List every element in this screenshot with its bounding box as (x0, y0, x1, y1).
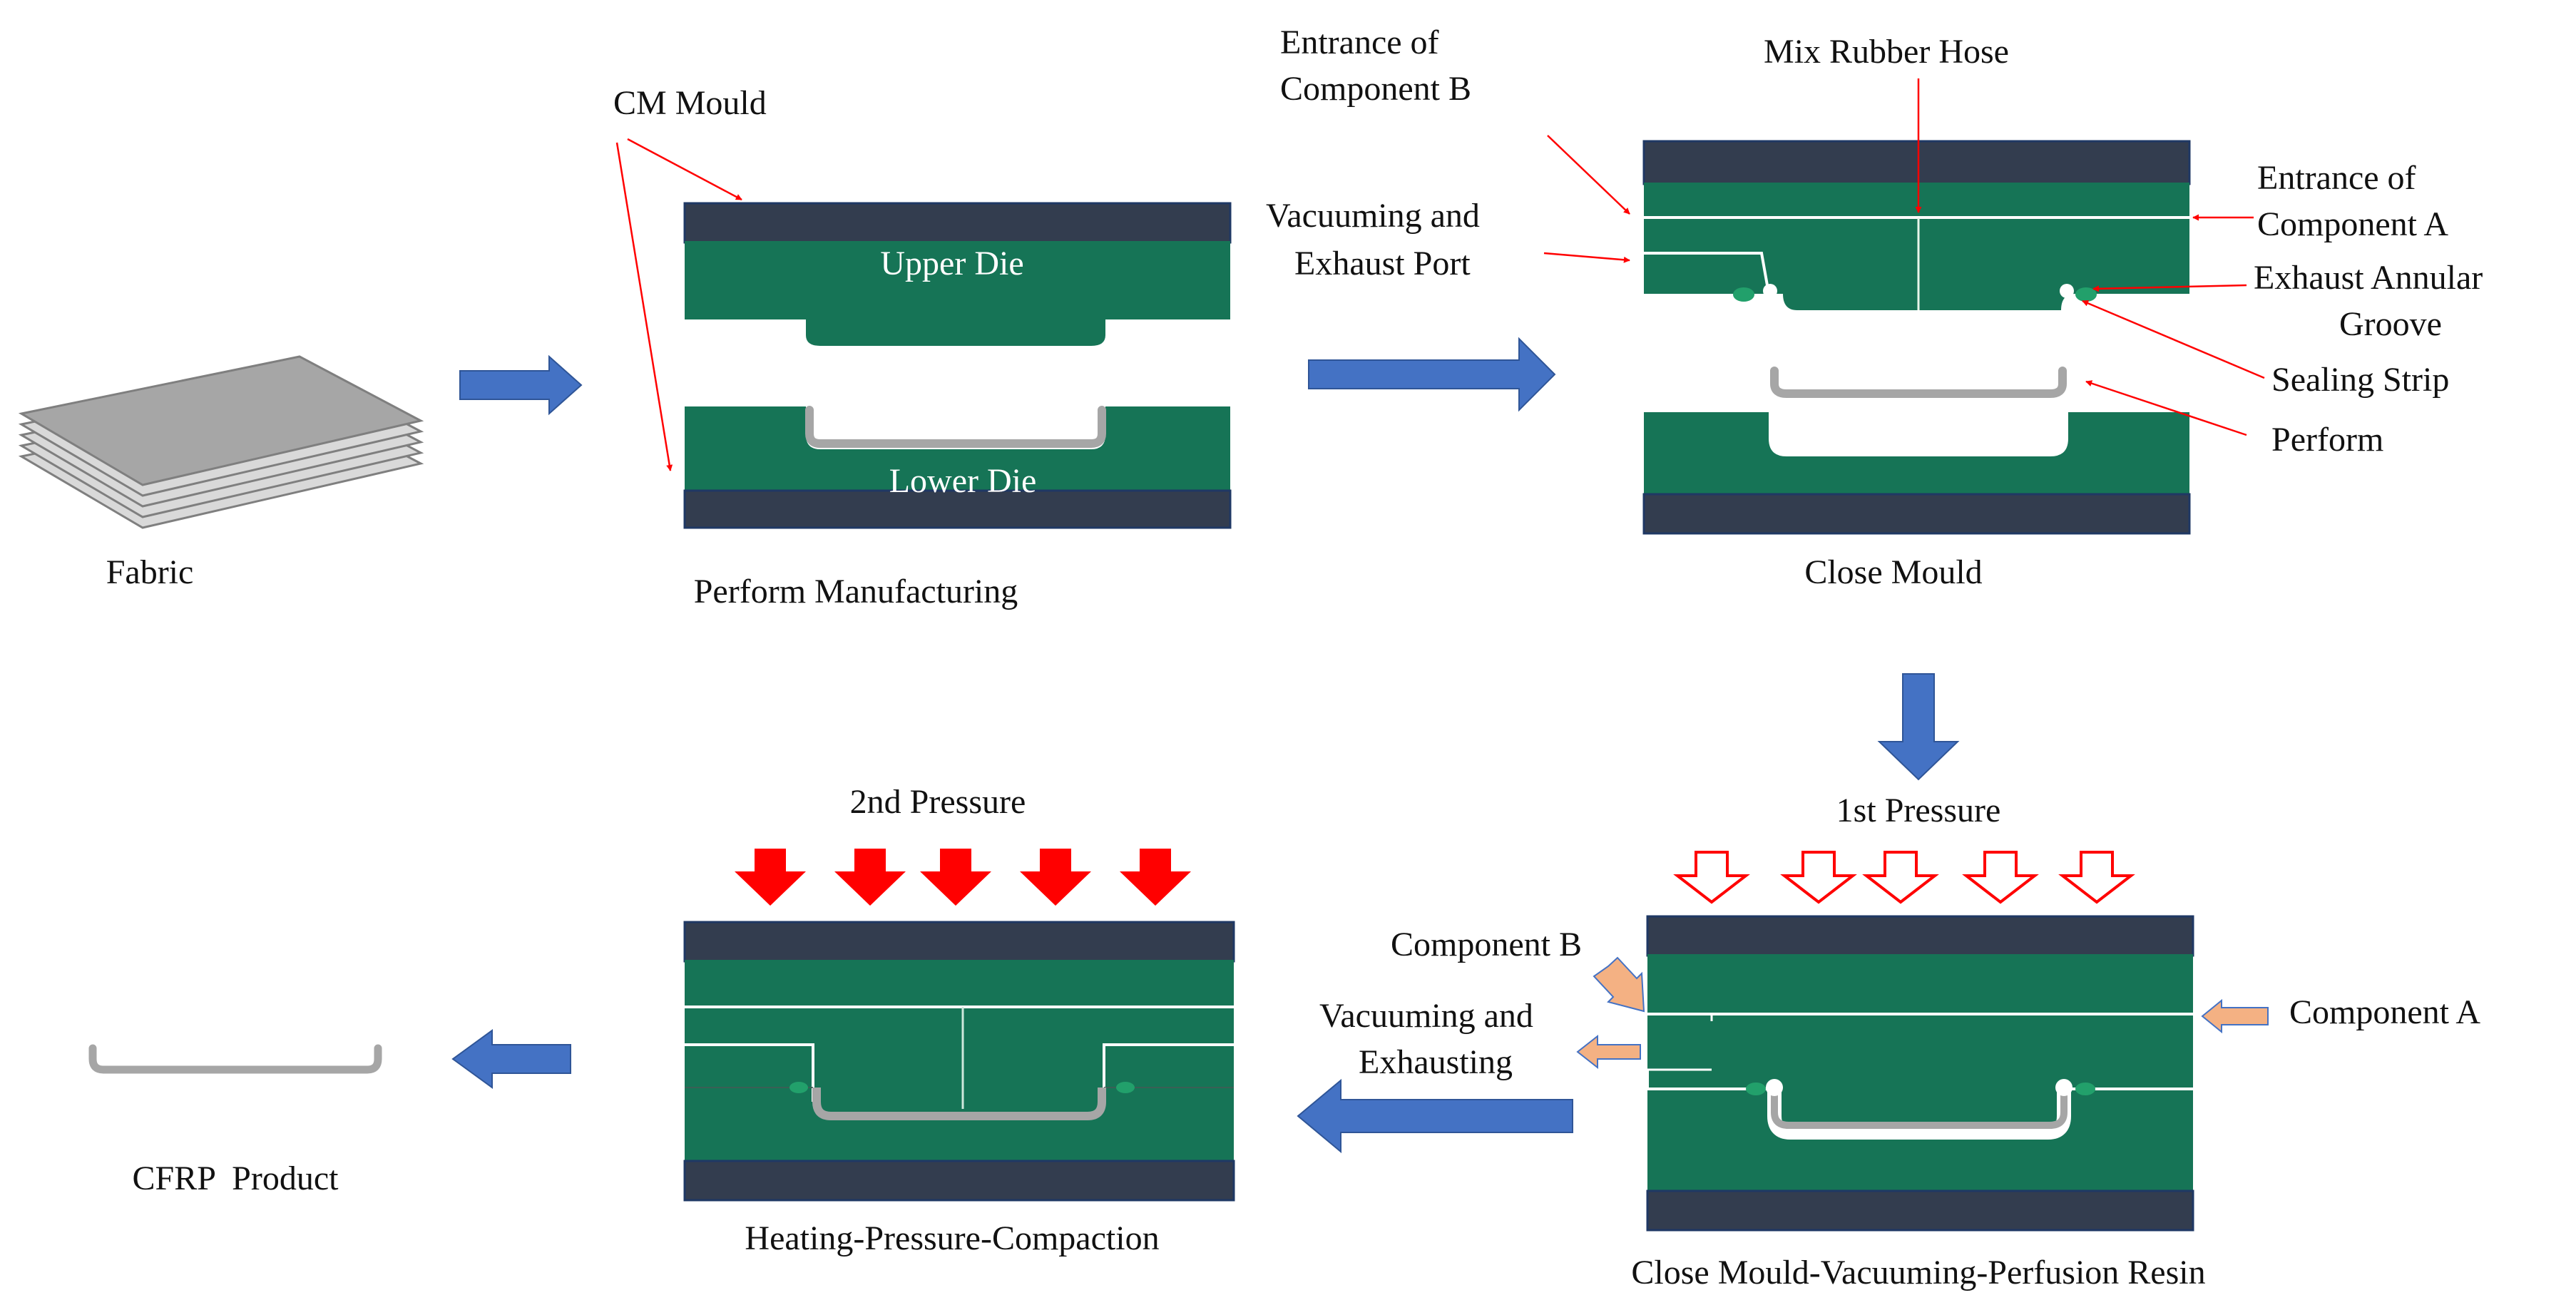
second-pressure-label: 2nd Pressure (850, 783, 1026, 821)
callout-arrow-perform (2085, 380, 2247, 436)
fabric-label: Fabric (106, 553, 194, 591)
vacuum-exhaust-label-line2: Exhausting (1359, 1043, 1513, 1081)
callout-arrow-cm-lower (615, 142, 673, 471)
heating-pressure-caption: Heating-Pressure-Compaction (745, 1219, 1159, 1257)
perform-manufacturing-caption: Perform Manufacturing (694, 573, 1018, 610)
pressure-arrow-solid-icon (834, 849, 906, 906)
callout-arrow-entrance-b (1547, 135, 1630, 215)
close-mould (1642, 140, 2191, 535)
exhaust-groove-label-line2: Groove (2339, 305, 2442, 343)
flow-arrow-left-icon (1297, 1078, 1573, 1154)
pressure-arrow-outline-icon (1962, 851, 2039, 904)
first-pressure-arrows (1673, 851, 2135, 904)
preform-mould: Upper Die Lower Die (683, 202, 1232, 529)
cfrp-product-label: CFRP Product (133, 1160, 339, 1197)
flow-arrow-down-icon (1877, 673, 1960, 781)
pressure-arrow-solid-icon (1120, 849, 1191, 906)
entrance-b-label-line2: Component B (1280, 70, 1471, 108)
callout-arrow-exhaust-groove (2092, 284, 2247, 292)
entrance-a-label-line2: Component A (2257, 205, 2448, 243)
vacuum-port-label-line2: Exhaust Port (1294, 245, 1471, 282)
perfusion-mould (1646, 915, 2194, 1232)
pressure-arrow-solid-icon (920, 849, 991, 906)
pressure-arrow-outline-icon (1862, 851, 1939, 904)
heating-mould (683, 921, 1235, 1202)
component-b-arrow-icon (1593, 956, 1645, 1013)
callout-arrow-vacuum-port (1543, 252, 1630, 263)
callout-arrow-sealing-strip (2082, 300, 2265, 379)
vacuum-exhaust-label-line1: Vacuuming and (1319, 997, 1533, 1035)
cm-mould-label: CM Mould (613, 84, 767, 122)
vacuum-exhaust-arrow-icon (1576, 1034, 1641, 1070)
entrance-b-label-line1: Entrance of (1280, 24, 1439, 61)
second-pressure-arrows (735, 849, 1191, 906)
pressure-arrow-solid-icon (735, 849, 806, 906)
close-mould-caption: Close Mould (1804, 553, 1982, 591)
component-b-label: Component B (1391, 926, 1582, 963)
pressure-arrow-outline-icon (1673, 851, 1750, 904)
lower-die-label: Lower Die (889, 462, 1037, 500)
flow-arrow-right-icon (1308, 337, 1556, 412)
first-pressure-label: 1st Pressure (1836, 792, 2001, 829)
fabric-stack-icon (18, 355, 424, 529)
pressure-arrow-solid-icon (1020, 849, 1091, 906)
callout-arrow-cm-upper (627, 138, 742, 201)
sealing-strip-label: Sealing Strip (2271, 361, 2449, 399)
pressure-arrow-outline-icon (1780, 851, 1857, 904)
component-a-label: Component A (2289, 993, 2480, 1031)
flow-arrow-left-icon (451, 1029, 571, 1089)
pressure-arrow-outline-icon (2058, 851, 2135, 904)
component-a-arrow-icon (2201, 998, 2269, 1034)
cfrp-product-icon (88, 1044, 382, 1074)
entrance-a-label-line1: Entrance of (2257, 159, 2416, 197)
upper-die-label: Upper Die (880, 245, 1023, 282)
exhaust-groove-label-line1: Exhaust Annular (2254, 259, 2483, 297)
mix-rubber-hose-label: Mix Rubber Hose (1764, 33, 2009, 71)
vacuum-port-label-line1: Vacuuming and (1266, 197, 1480, 235)
close-mould-vacuum-caption: Close Mould-Vacuuming-Perfusion Resin (1631, 1254, 2205, 1291)
flow-arrow-right-icon (459, 354, 583, 416)
perform-label: Perform (2271, 421, 2383, 459)
